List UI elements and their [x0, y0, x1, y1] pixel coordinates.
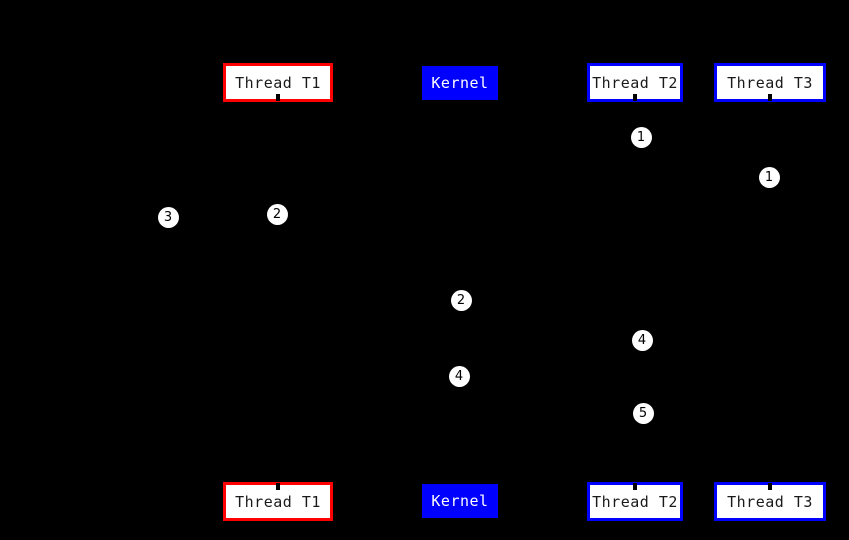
participant-label-thread-t3: Thread T3 [727, 492, 813, 511]
lifeline-notch [633, 483, 637, 490]
step-marker-3-left: 3 [157, 206, 179, 228]
participant-box-thread-t1-bottom: Thread T1 [223, 482, 333, 521]
participant-label-thread-t1: Thread T1 [235, 492, 321, 511]
participant-label-thread-t2: Thread T2 [592, 492, 678, 511]
participant-box-kernel-bottom: Kernel [422, 484, 498, 518]
participant-label-thread-t2: Thread T2 [592, 73, 678, 92]
lifeline-notch [276, 94, 280, 101]
participant-box-kernel-top: Kernel [422, 66, 498, 100]
participant-label-kernel: Kernel [431, 74, 489, 92]
participant-label-thread-t3: Thread T3 [727, 73, 813, 92]
step-marker-1-thread-t3: 1 [758, 166, 780, 188]
participant-box-thread-t2-bottom: Thread T2 [587, 482, 683, 521]
lifeline-notch [768, 94, 772, 101]
participant-label-thread-t1: Thread T1 [235, 73, 321, 92]
step-marker-4-kernel: 4 [448, 365, 470, 387]
participant-box-thread-t1-top: Thread T1 [223, 63, 333, 102]
step-marker-5-thread-t2: 5 [632, 402, 654, 424]
step-marker-4-thread-t2: 4 [631, 329, 653, 351]
lifeline-notch [768, 483, 772, 490]
participant-box-thread-t2-top: Thread T2 [587, 63, 683, 102]
participant-box-thread-t3-bottom: Thread T3 [714, 482, 826, 521]
step-marker-1-thread-t2: 1 [630, 126, 652, 148]
lifeline-notch [633, 94, 637, 101]
participant-box-thread-t3-top: Thread T3 [714, 63, 826, 102]
lifeline-notch [276, 483, 280, 490]
participant-label-kernel: Kernel [431, 492, 489, 510]
step-marker-2-kernel: 2 [450, 289, 472, 311]
step-marker-2-thread-t1: 2 [266, 203, 288, 225]
